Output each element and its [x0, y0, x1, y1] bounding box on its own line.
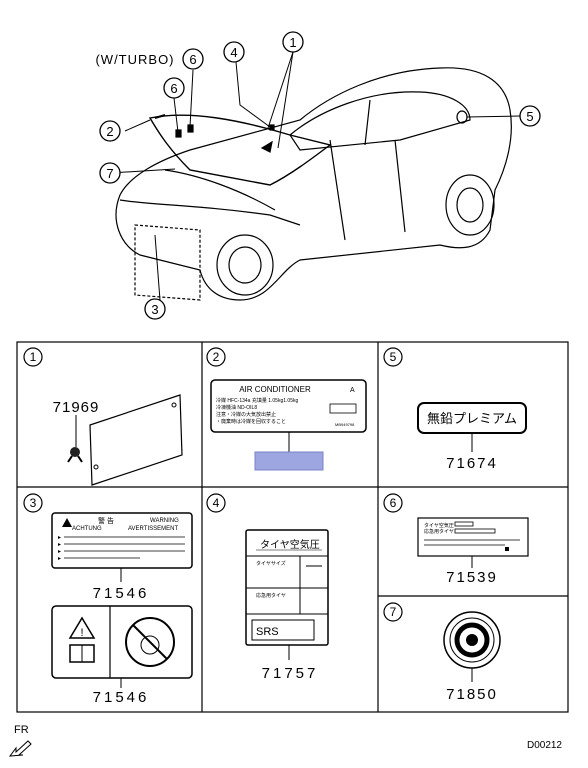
cell-6-label: タイヤ空気圧 応急用タイヤ 71539	[417, 517, 529, 586]
cell-index-4: 4	[213, 496, 220, 510]
premium-text: 無鉛プレミアム	[427, 412, 517, 427]
callout-2: 2	[106, 124, 113, 139]
part-no-71757: 71757	[262, 665, 319, 682]
part-no-redacted	[254, 451, 324, 471]
callout-5: 5	[526, 109, 533, 124]
callout-4: 4	[230, 45, 237, 60]
cell-1-plate: 71969	[53, 394, 183, 486]
aircon-row1: 冷媒 HFC-134a 充填量 1.05kg1.05kg	[216, 397, 298, 404]
tire-row2: 応急用タイヤ	[256, 592, 286, 599]
aircon-tag: A	[350, 387, 355, 394]
tire-srs: SRS	[256, 626, 279, 638]
cell-3-warning-labels: 警 告 WARNING ACHTUNG AVERTISSEMENT ▸▸▸▸ 7…	[51, 512, 193, 706]
no-child-seat-icon	[125, 617, 175, 667]
cell-index-1: 1	[30, 350, 37, 364]
part-no-71850: 71850	[446, 686, 498, 703]
aircon-row4: ・廃棄時は冷媒を回収すること	[216, 418, 286, 425]
parts-table	[16, 341, 569, 713]
cell-indices: 1 2 5 3 4 6 7	[23, 347, 403, 622]
warning-head-right: WARNING	[150, 518, 179, 524]
callout-circles: 1 2 3 4 5 6 6 7	[99, 31, 541, 320]
tire-row1: タイヤサイズ	[256, 560, 286, 567]
part-no-71539: 71539	[446, 569, 498, 586]
direction-label: FR	[14, 724, 29, 736]
callout-3: 3	[151, 302, 158, 317]
caution-book-icon: !	[68, 616, 96, 663]
warning-triangle-icon	[62, 518, 72, 527]
cell-index-7: 7	[390, 605, 397, 619]
part-no-71674: 71674	[446, 455, 498, 472]
warning-sub-right: AVERTISSEMENT	[128, 526, 178, 532]
car-illustration	[115, 67, 512, 301]
diagram-code: D00212	[527, 740, 562, 751]
aircon-code: MB949798	[335, 422, 355, 427]
warning-head-left: 警 告	[98, 516, 114, 525]
variant-label: (W/TURBO)	[95, 52, 174, 67]
cell-index-3: 3	[30, 496, 37, 510]
aircon-row2: 冷凍機油 ND-OIL8	[216, 404, 257, 411]
svg-text:!: !	[80, 627, 83, 639]
label6-row2: 応急用タイヤ	[424, 528, 454, 535]
footer: FR D00212	[8, 724, 562, 757]
cell-7-emblem: 71850	[443, 611, 501, 703]
svg-text:▸: ▸	[58, 542, 61, 548]
part-no-71969: 71969	[53, 399, 100, 416]
svg-text:▸: ▸	[58, 535, 61, 541]
svg-text:▸: ▸	[58, 549, 61, 555]
cell-index-2: 2	[213, 350, 220, 364]
front-arrow-icon	[8, 740, 32, 757]
svg-text:▸: ▸	[58, 556, 61, 562]
warning-sub-left: ACHTUNG	[72, 526, 102, 532]
part-no-71546-b: 71546	[93, 689, 150, 706]
tire-title: タイヤ空気圧	[260, 538, 320, 551]
part-no-71546-a: 71546	[93, 585, 150, 602]
cell-index-5: 5	[390, 350, 397, 364]
callout-1: 1	[289, 35, 296, 50]
cell-index-6: 6	[390, 496, 397, 510]
callout-6: 6	[170, 81, 177, 96]
cell-2-aircon-label: AIR CONDITIONER A 冷媒 HFC-134a 充填量 1.05kg…	[210, 379, 367, 471]
clip-icon	[67, 447, 83, 463]
leader-lines	[109, 51, 521, 301]
cell-5-fuel-label: 無鉛プレミアム 71674	[417, 402, 527, 472]
callout-7: 7	[106, 166, 113, 181]
aircon-title: AIR CONDITIONER	[239, 385, 311, 394]
cell-4-tire-label: タイヤ空気圧 タイヤサイズ 応急用タイヤ SRS 71757	[245, 529, 329, 682]
label6-row1: タイヤ空気圧	[424, 522, 454, 529]
callout-6-turbo: 6	[189, 52, 196, 67]
aircon-row3: 注意・冷媒の大気放出禁止	[216, 411, 276, 418]
